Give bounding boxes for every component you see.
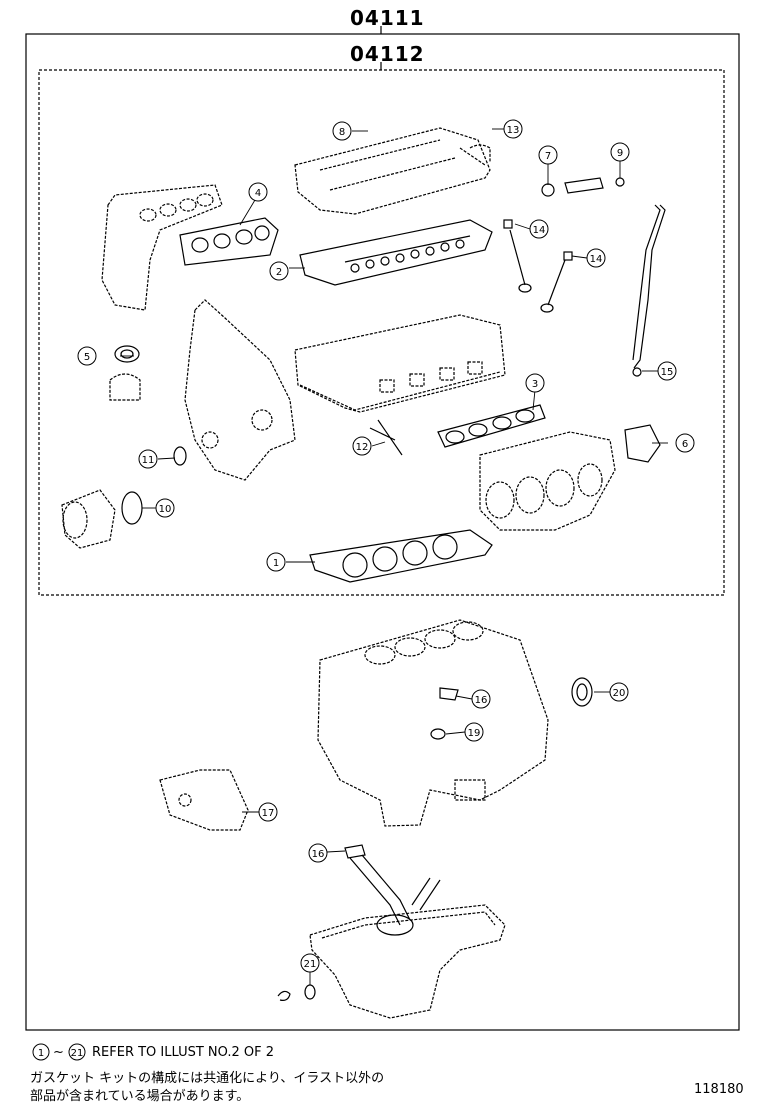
cylinder-block-part	[317, 619, 549, 827]
svg-text:1: 1	[273, 558, 279, 569]
svg-text:5: 5	[84, 352, 90, 363]
svg-text:1: 1	[38, 1048, 44, 1059]
drain-plug-part	[277, 990, 291, 1001]
spark-plug-tube-seal-part	[369, 419, 403, 456]
callout-15: 15	[657, 361, 677, 381]
callout-16b: 16	[308, 843, 328, 863]
svg-text:7: 7	[545, 151, 551, 162]
callout-11: 11	[138, 449, 158, 469]
svg-text:6: 6	[682, 439, 688, 450]
callout-8: 8	[332, 121, 352, 141]
svg-text:21: 21	[71, 1048, 84, 1059]
throttle-body-gasket-part	[624, 424, 661, 463]
callout-13: 13	[503, 119, 523, 139]
svg-text:16: 16	[475, 695, 488, 706]
callout-14b: 14	[586, 248, 606, 268]
svg-text:12: 12	[356, 442, 369, 453]
kit-code-inner: 04112	[350, 42, 425, 66]
callout-4: 4	[248, 182, 268, 202]
illustration-number: 118180	[694, 1082, 744, 1097]
intake-manifold-part	[479, 431, 616, 531]
oil-pan-part	[309, 904, 506, 1019]
callout-21: 21	[300, 953, 320, 973]
callout-7: 7	[538, 145, 558, 165]
refer-tilde: ~	[53, 1045, 64, 1060]
exhaust-manifold-gasket-part	[179, 217, 279, 266]
refer-to-callout: 21	[68, 1043, 86, 1061]
oil-seal-part	[109, 345, 141, 401]
refer-note: REFER TO ILLUST NO.2 OF 2	[92, 1045, 274, 1060]
svg-text:2: 2	[276, 267, 282, 278]
svg-text:21: 21	[304, 959, 317, 970]
svg-text:14: 14	[590, 254, 603, 265]
svg-text:11: 11	[142, 455, 155, 466]
svg-text:4: 4	[255, 188, 261, 199]
cylinder-head-gasket-part	[309, 529, 493, 583]
japanese-note-line-2: 部品が含まれている場合があります。	[30, 1089, 250, 1104]
callout-9: 9	[610, 142, 630, 162]
callout-14a: 14	[529, 219, 549, 239]
callout-12: 12	[352, 436, 372, 456]
cylinder-head-cover-part	[294, 127, 491, 215]
svg-text:14: 14	[533, 225, 546, 236]
front-oil-seal-part	[173, 446, 187, 466]
callout-5: 5	[77, 346, 97, 366]
callout-19: 19	[464, 722, 484, 742]
svg-text:3: 3	[532, 379, 538, 390]
callout-10: 10	[155, 498, 175, 518]
intake-manifold-gasket-part	[437, 404, 546, 448]
kit-code-outer: 04111	[350, 6, 425, 30]
callout-1: 1	[266, 552, 286, 572]
drain-plug-gasket-part	[304, 984, 316, 1000]
oil-filter-seal-part	[430, 728, 446, 740]
water-pump-part	[61, 489, 116, 549]
gasket-16a-part	[439, 687, 459, 701]
cylinder-head-part	[294, 314, 506, 413]
exhaust-manifold-part	[101, 184, 223, 311]
timing-chain-cover-part	[184, 299, 296, 481]
rear-oil-seal-part	[571, 677, 593, 707]
oil-pump-part	[159, 769, 249, 831]
svg-text:17: 17	[262, 808, 275, 819]
injector-part	[541, 177, 625, 197]
water-pump-o-ring-part	[121, 491, 143, 525]
japanese-note-line-1: ガスケット キットの構成には共通化により、イラスト以外の	[30, 1071, 385, 1086]
callout-16a: 16	[471, 689, 491, 709]
callout-17: 17	[258, 802, 278, 822]
svg-text:15: 15	[661, 367, 674, 378]
svg-text:20: 20	[613, 688, 626, 699]
svg-text:16: 16	[312, 849, 325, 860]
callout-20: 20	[609, 682, 629, 702]
svg-text:19: 19	[468, 728, 481, 739]
outer-kit-frame	[25, 33, 740, 1031]
svg-text:9: 9	[617, 148, 623, 159]
valve-cover-gasket-part	[299, 219, 493, 286]
callout-6: 6	[675, 433, 695, 453]
dipstick-guide-part	[632, 204, 666, 377]
valve-stem-seal-part	[503, 219, 573, 313]
svg-text:13: 13	[507, 125, 520, 136]
callout-3: 3	[525, 373, 545, 393]
refer-from-callout: 1	[32, 1043, 50, 1061]
callout-2: 2	[269, 261, 289, 281]
svg-text:10: 10	[159, 504, 172, 515]
svg-text:8: 8	[339, 127, 345, 138]
